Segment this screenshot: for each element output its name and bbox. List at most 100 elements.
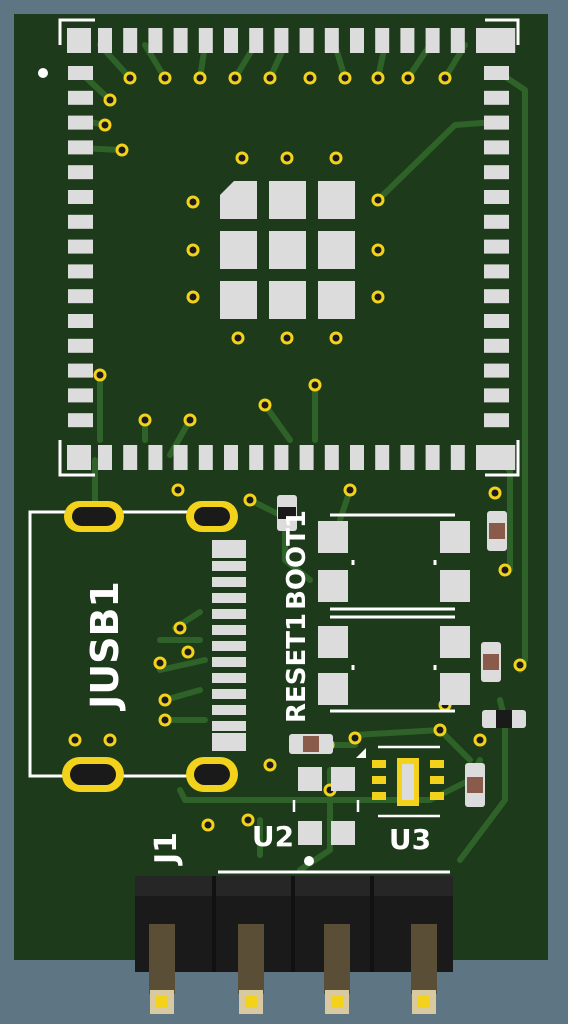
u3-pad xyxy=(430,792,444,800)
via-hole xyxy=(491,489,499,497)
u2-pad xyxy=(298,821,322,845)
button-pad xyxy=(440,626,470,658)
usb-signal-pad xyxy=(212,609,246,619)
u3-center-inner xyxy=(402,764,414,800)
module-pad-right xyxy=(484,140,509,155)
via-hole xyxy=(196,74,204,82)
button-pad xyxy=(318,521,348,553)
via-hole xyxy=(374,196,382,204)
module-pad-left xyxy=(68,115,93,130)
module-pad-right xyxy=(484,388,509,403)
via-hole xyxy=(96,371,104,379)
module-pad-left xyxy=(68,214,93,229)
usb-signal-pad xyxy=(212,689,246,699)
u3-pad xyxy=(372,760,386,768)
via-hole xyxy=(244,816,252,824)
via-hole xyxy=(189,246,197,254)
via-hole xyxy=(374,246,382,254)
u2-pin1-marker xyxy=(304,856,314,866)
usb-signal-pad xyxy=(212,577,246,587)
u2-label: U2 xyxy=(252,820,294,853)
header-pin-shaft xyxy=(149,924,175,994)
via-hole xyxy=(184,648,192,656)
thermal-pad xyxy=(318,181,355,219)
module-pad-top xyxy=(324,28,339,53)
via-hole xyxy=(174,486,182,494)
thermal-pad xyxy=(220,231,257,269)
module-pad-top xyxy=(274,28,289,53)
module-outline xyxy=(58,18,520,477)
module-pad-right xyxy=(484,338,509,353)
button-pad xyxy=(318,626,348,658)
thermal-pads xyxy=(220,181,355,319)
module-pad-top xyxy=(198,28,213,53)
via-hole xyxy=(346,486,354,494)
usb-signal-pad xyxy=(212,641,246,651)
module-pad-left xyxy=(68,314,93,328)
module-pad-corner xyxy=(484,28,510,53)
via-hole xyxy=(141,416,149,424)
module-pad-top xyxy=(400,28,415,53)
module-pad-right xyxy=(484,413,509,428)
jusb1-label: JUSB1 xyxy=(83,581,127,712)
module-pad-top xyxy=(350,28,364,53)
module-pad-right xyxy=(484,239,509,254)
button-pad xyxy=(318,570,348,602)
module-pad-left xyxy=(68,363,93,378)
module-pad-top xyxy=(375,28,390,53)
via-hole xyxy=(189,198,197,206)
j1-label: J1 xyxy=(149,832,184,866)
module-pad-bottom xyxy=(98,445,112,470)
usb-outline xyxy=(28,510,195,778)
module-pad-left xyxy=(68,264,93,279)
via-hole xyxy=(332,334,340,342)
usb-signal-pad xyxy=(212,721,246,731)
resistor xyxy=(289,734,333,754)
u2-pad xyxy=(331,821,355,845)
via-hole xyxy=(156,659,164,667)
u2-pad xyxy=(331,767,355,791)
via-hole xyxy=(501,566,509,574)
module-pad-right xyxy=(484,289,509,304)
pin-header-j1 xyxy=(135,870,453,1014)
usb-signal-pad xyxy=(212,540,246,558)
ic-u3 xyxy=(356,745,444,818)
via-hole xyxy=(283,154,291,162)
module-pad-corner xyxy=(67,28,91,53)
module-pad-left xyxy=(68,165,93,180)
usb-signal-pad xyxy=(212,625,246,635)
via-hole xyxy=(161,716,169,724)
boot1-label: BOOT1 xyxy=(282,510,312,610)
via-hole xyxy=(204,821,212,829)
module-pad-left xyxy=(68,239,93,254)
button-pad xyxy=(440,521,470,553)
pin1-marker xyxy=(38,68,48,78)
via-hole xyxy=(266,761,274,769)
via-hole xyxy=(161,74,169,82)
thermal-pad xyxy=(269,181,306,219)
module-pad-top xyxy=(224,28,238,53)
via-hole xyxy=(306,74,314,82)
capacitor xyxy=(482,710,526,728)
module-pad-top xyxy=(249,28,264,53)
usb-shell-hole xyxy=(194,507,230,526)
via-hole xyxy=(374,293,382,301)
push-buttons xyxy=(318,513,470,713)
module-pad-right xyxy=(484,314,509,328)
via-hole xyxy=(266,74,274,82)
module-pad-right xyxy=(484,66,509,80)
module-pad-corner xyxy=(484,445,510,470)
module-pad-left xyxy=(68,90,93,105)
module-pad-left xyxy=(68,388,93,403)
via-hole xyxy=(374,74,382,82)
usb-signal-pad xyxy=(212,593,246,603)
module-pad-bottom xyxy=(324,445,339,470)
regulator-u2 xyxy=(292,767,360,866)
thermal-pad xyxy=(269,281,306,319)
module-pad-right xyxy=(484,363,509,378)
usb-signal-pad xyxy=(212,561,246,571)
via-hole xyxy=(351,734,359,742)
button-pad xyxy=(440,673,470,705)
